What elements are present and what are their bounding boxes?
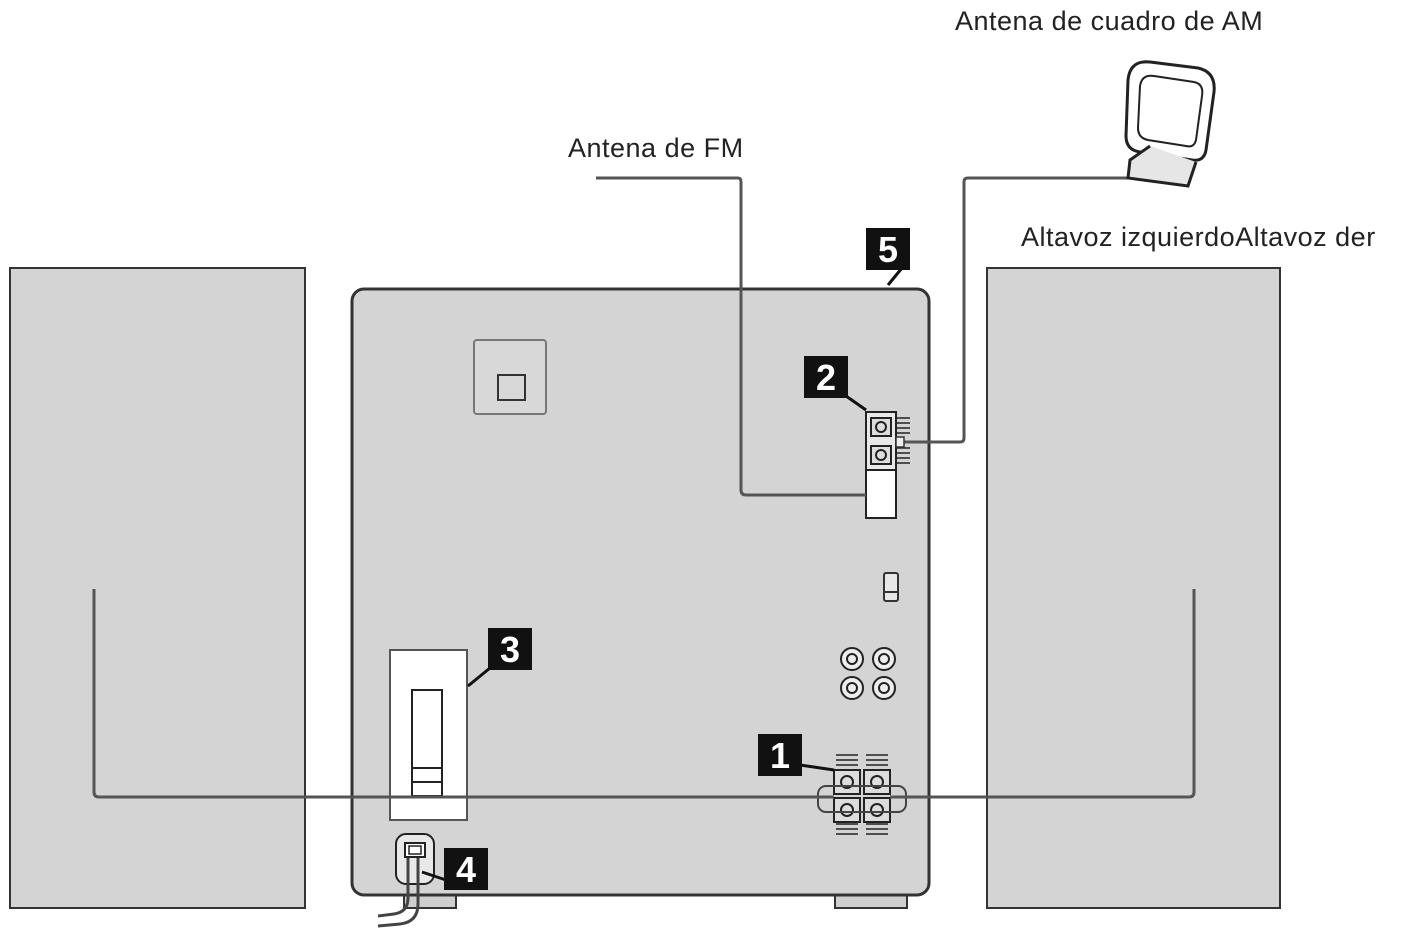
small-switch — [883, 572, 899, 602]
left-speaker-cord — [92, 589, 834, 799]
fm-antenna-label: Antena de FM — [568, 133, 744, 163]
right-speaker-label: Altavoz der — [1235, 222, 1376, 252]
am-loop-antenna-icon — [1124, 60, 1216, 188]
callout-3-label: 3 — [500, 629, 520, 670]
rca-jacks — [840, 647, 896, 700]
callout-2-label: 2 — [816, 357, 836, 398]
callout-3: 3 — [488, 628, 532, 670]
left-speaker-box — [9, 267, 306, 909]
callout-2: 2 — [804, 356, 848, 398]
callout-1-label: 1 — [770, 735, 790, 776]
rear-square-feature — [473, 339, 547, 415]
callout-1: 1 — [758, 734, 802, 776]
callout-5: 5 — [866, 228, 910, 270]
callout-4-label: 4 — [456, 849, 476, 890]
power-cord — [377, 858, 410, 918]
am-antenna-wire — [900, 176, 1148, 444]
fm-antenna-wire — [596, 176, 866, 497]
voltage-selector-panel — [389, 649, 468, 821]
left-speaker-label: Altavoz izquierdo — [1021, 222, 1235, 252]
power-cord-2 — [377, 858, 420, 928]
callout-5-label: 5 — [878, 229, 898, 270]
antenna-terminal-block — [865, 411, 910, 519]
speaker-labels: Altavoz izquierdoAltavoz der — [1021, 222, 1376, 252]
callout-4: 4 — [444, 848, 488, 890]
power-inlet — [395, 833, 435, 885]
right-speaker-box — [986, 267, 1281, 909]
speaker-terminal-block — [817, 754, 907, 835]
am-antenna-label: Antena de cuadro de AM — [955, 6, 1263, 36]
right-speaker-cord — [890, 589, 1196, 799]
